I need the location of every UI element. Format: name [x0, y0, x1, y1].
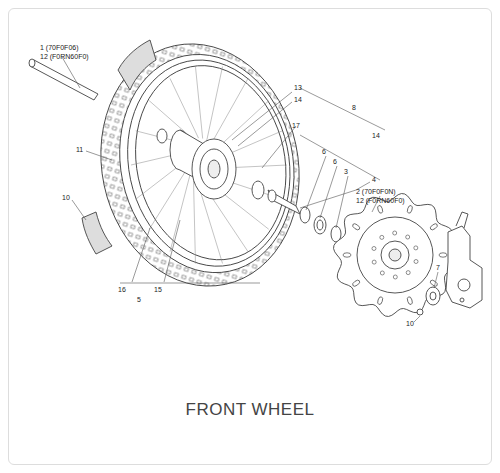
callout-number: 5	[137, 296, 141, 304]
callout-number: 1 (70F0F06)	[40, 44, 79, 52]
callout-number: 12 (F0RN60F0)	[40, 53, 89, 61]
callout-number: 14	[294, 96, 302, 104]
callout-number: 14	[372, 132, 380, 140]
callout-number: 3	[344, 168, 348, 176]
caption-text: FRONT WHEEL	[0, 400, 500, 420]
callout-number: 7	[436, 264, 440, 272]
callout-number: 15	[154, 286, 162, 294]
callout-number: 13	[294, 84, 302, 92]
callout-number: 4	[372, 176, 376, 184]
callout-number: 10	[406, 320, 414, 328]
callout-number: 6	[333, 158, 337, 166]
callout-number: 11	[76, 146, 83, 154]
callout-number: 17	[292, 122, 300, 130]
callout-number: 16	[118, 286, 126, 294]
callout-number: 12 (F0RN60F0)	[356, 197, 405, 205]
callout-number: 10	[62, 194, 70, 202]
callout-number: 8	[352, 104, 356, 112]
callout-number: 6	[322, 148, 326, 156]
callout-number: 2 (70F0F0N)	[356, 188, 396, 196]
